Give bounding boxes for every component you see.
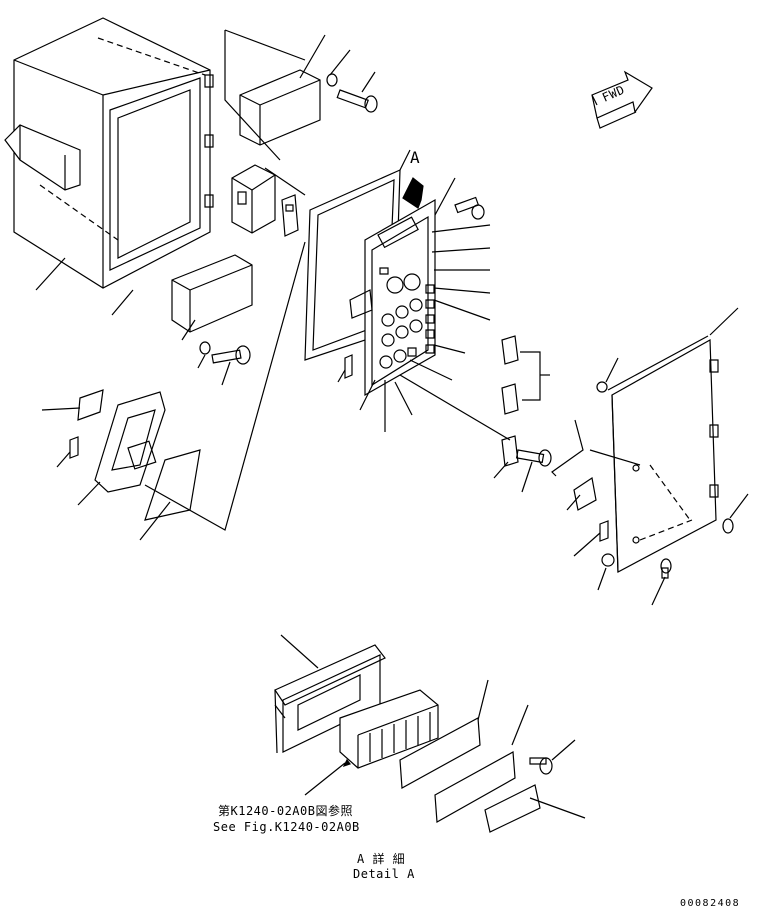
cover-plate-2 [435, 752, 515, 822]
upper-bracket [225, 30, 325, 145]
hinge-1 [502, 336, 518, 364]
small-relay [282, 195, 298, 236]
lower-bracket [172, 255, 252, 340]
control-panel-a [350, 200, 435, 395]
terminal-block [340, 690, 438, 768]
hinge-3 [502, 436, 518, 466]
grommet-bottom [602, 554, 614, 566]
reference-note-en: See Fig.K1240-02A0B [213, 820, 360, 834]
cover-plate-1 [400, 718, 480, 788]
label-sheet [78, 390, 103, 420]
reference-note-jp: 第K1240-02A0B図参照 [218, 804, 353, 818]
relay-module [232, 165, 275, 233]
gasket-sheet [145, 450, 200, 520]
bolt-upper [337, 72, 377, 112]
monitor-panel [78, 392, 165, 505]
latch-clip [574, 478, 596, 510]
bolt-lower [212, 346, 250, 385]
clip-door [600, 521, 608, 541]
enclosure-box [5, 18, 213, 315]
view-a-arrow [403, 178, 423, 208]
washer-upper [327, 74, 337, 86]
grommet-top [597, 382, 607, 392]
detail-title-jp: A 詳 細 [357, 852, 406, 866]
drawing-number: 00082408 [680, 898, 741, 909]
door-stay [552, 420, 583, 476]
detail-screw [530, 740, 575, 774]
door-panel [608, 308, 738, 572]
detail-title-en: Detail A [353, 867, 415, 881]
hinge-2 [502, 384, 518, 414]
fwd-arrow-icon [592, 72, 652, 128]
label-plate [485, 785, 540, 832]
view-a-label: A [410, 148, 421, 167]
panel-bolt [455, 197, 484, 219]
hinge-bolt [517, 450, 551, 492]
door-key [723, 494, 748, 533]
clip-mid [345, 355, 352, 378]
door-lock [652, 559, 671, 605]
washer-lower [200, 342, 210, 354]
clip-left [70, 437, 78, 458]
